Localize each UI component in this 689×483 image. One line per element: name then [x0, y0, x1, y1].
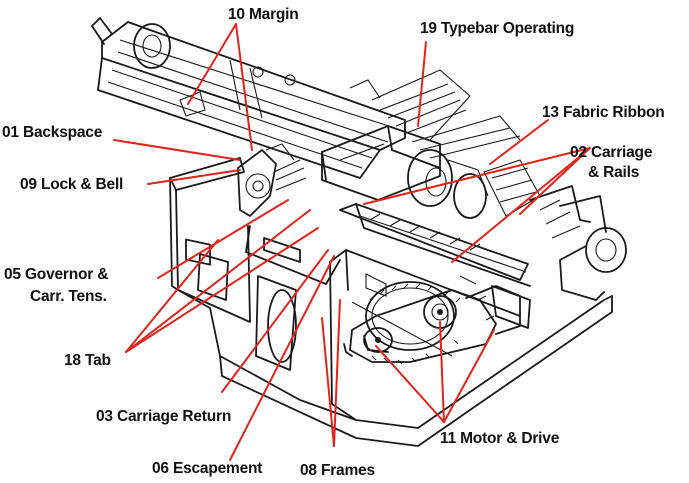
leader-fabric-ribbon: [489, 119, 549, 165]
leader-governor: [157, 199, 289, 279]
label-fabric-ribbon: 13 Fabric Ribbon: [542, 104, 665, 121]
left-frame-illustration: [169, 143, 307, 323]
leader-carriage-c: [363, 147, 591, 205]
leader-motor-a: [375, 345, 445, 423]
leader-frames-a: [321, 317, 335, 447]
leader-carriage-a: [519, 147, 591, 215]
leader-carriage-return: [221, 249, 329, 393]
platen-carriage-illustration: [91, 17, 521, 179]
leader-tab-c: [125, 227, 319, 353]
leader-carriage-b: [451, 147, 591, 263]
leader-tab-b: [125, 209, 311, 353]
label-carriage-return: 03 Carriage Return: [96, 408, 232, 425]
leader-backspace: [113, 139, 241, 161]
leader-lock-bell: [147, 169, 241, 185]
leader-frames-b: [333, 299, 341, 447]
leader-margin-b: [235, 23, 253, 151]
label-typebar-operating: 19 Typebar Operating: [420, 20, 575, 37]
label-backspace: 01 Backspace: [2, 124, 103, 141]
label-lock-bell: 09 Lock & Bell: [20, 176, 124, 193]
label-motor-drive: 11 Motor & Drive: [440, 430, 560, 447]
leader-margin-a: [187, 23, 237, 105]
leader-motor-b: [439, 321, 445, 423]
leader-typebar: [417, 41, 427, 127]
label-governor-line1: 05 Governor &: [4, 266, 109, 283]
leader-motor-c: [443, 329, 495, 423]
leader-lines: [113, 23, 591, 461]
leader-escapement: [229, 255, 335, 461]
label-frames: 08 Frames: [300, 462, 375, 479]
label-governor-line2: Carr. Tens.: [30, 288, 107, 305]
label-carriage-rails-line2: & Rails: [588, 164, 640, 181]
label-margin: 10 Margin: [228, 6, 299, 23]
label-tab: 18 Tab: [64, 352, 111, 369]
label-carriage-rails-line1: 02 Carriage: [570, 144, 653, 161]
label-escapement: 06 Escapement: [152, 460, 263, 477]
leader-tab-a: [125, 239, 219, 353]
